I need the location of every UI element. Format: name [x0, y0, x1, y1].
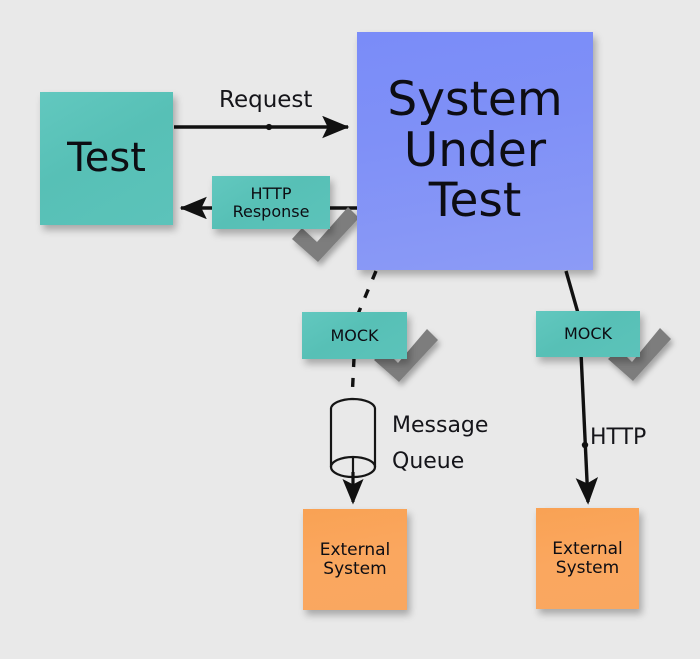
edge-mock-left-to-queue — [350, 357, 356, 401]
node-external-right-line1: External — [552, 539, 623, 560]
edge-label-http: HTTP — [590, 425, 647, 450]
node-http-response-line2: Response — [232, 201, 310, 221]
edge-http-midpoint-dot — [581, 441, 589, 449]
node-system-under-test[interactable]: System Under Test — [357, 32, 593, 270]
node-test-label: Test — [67, 134, 146, 181]
edge-request — [174, 115, 350, 139]
message-queue-line1: Message — [392, 413, 489, 438]
node-mock-right[interactable]: MOCK — [536, 311, 640, 357]
node-sut-label-line2: Under — [403, 122, 547, 178]
node-test[interactable]: Test — [40, 92, 173, 225]
node-external-right-line2: System — [555, 557, 620, 578]
checkmark-icon-response — [292, 207, 359, 262]
node-sut-label-line3: Test — [428, 173, 522, 229]
edge-label-message-queue: Message Queue — [392, 408, 488, 481]
message-queue-cylinder — [329, 397, 377, 479]
node-http-response-line1: HTTP — [250, 184, 292, 204]
edge-sut-to-mock-left — [356, 270, 378, 315]
message-queue-line2: Queue — [392, 449, 465, 475]
edge-sut-to-external-right — [564, 270, 599, 505]
node-mock-right-label: MOCK — [563, 324, 613, 344]
edge-request-midpoint-dot — [265, 123, 273, 131]
node-external-system-right[interactable]: External System — [536, 508, 639, 609]
node-mock-left-label: MOCK — [330, 325, 379, 345]
node-mock-left[interactable]: MOCK — [302, 312, 407, 359]
node-external-system-left[interactable]: External System — [303, 509, 407, 610]
node-external-left-line1: External — [319, 540, 391, 561]
node-http-response[interactable]: HTTP Response — [212, 176, 330, 229]
node-sut-label-line1: System — [387, 71, 563, 127]
node-external-left-line2: System — [323, 558, 387, 579]
edge-label-request: Request — [219, 87, 313, 113]
